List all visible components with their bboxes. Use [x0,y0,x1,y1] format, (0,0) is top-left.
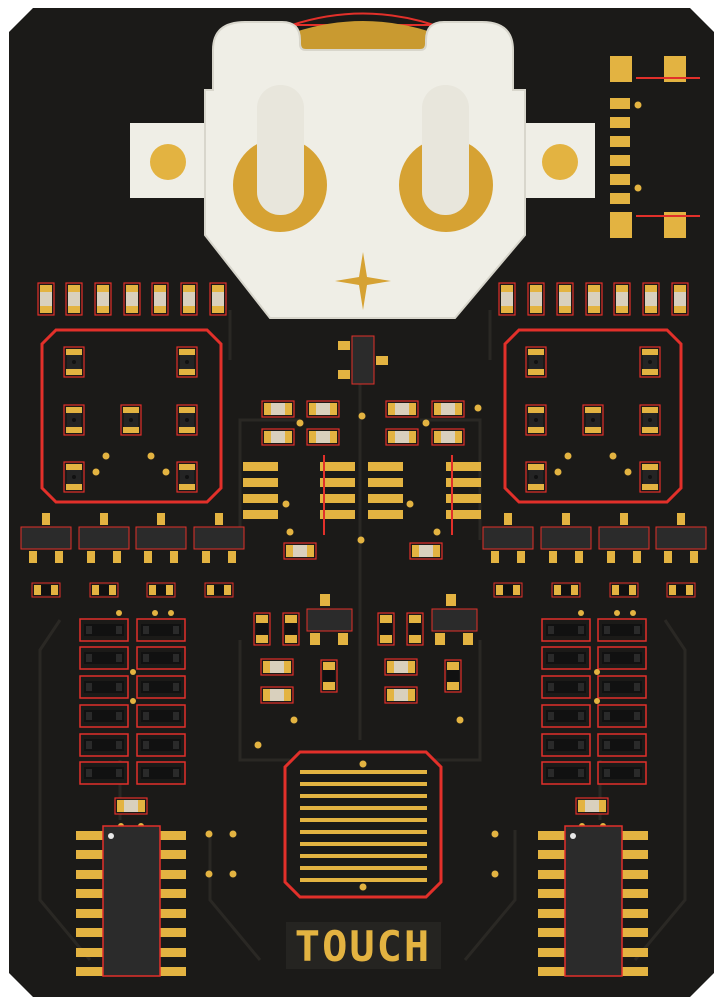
center-small-parts [283,528,443,560]
silkscreen-label-bg [286,922,441,969]
interdigitated-touch-pad-icon [283,750,443,899]
center-transistor [338,335,388,385]
right-soic-chip [491,797,648,977]
center-ic-right [368,455,481,535]
right-led-group [503,328,683,504]
edge-connector-icon [610,56,700,238]
center-lower-parts [253,594,478,749]
center-ic-left [243,455,355,535]
coin-cell-holder-icon [130,12,595,319]
left-led-group [40,328,223,504]
left-pad-grid [79,610,186,785]
silkscreen-label: TOUCH [295,922,431,971]
right-pad-grid [541,610,647,785]
center-resistors [261,400,482,446]
left-soic-chip [76,797,237,977]
